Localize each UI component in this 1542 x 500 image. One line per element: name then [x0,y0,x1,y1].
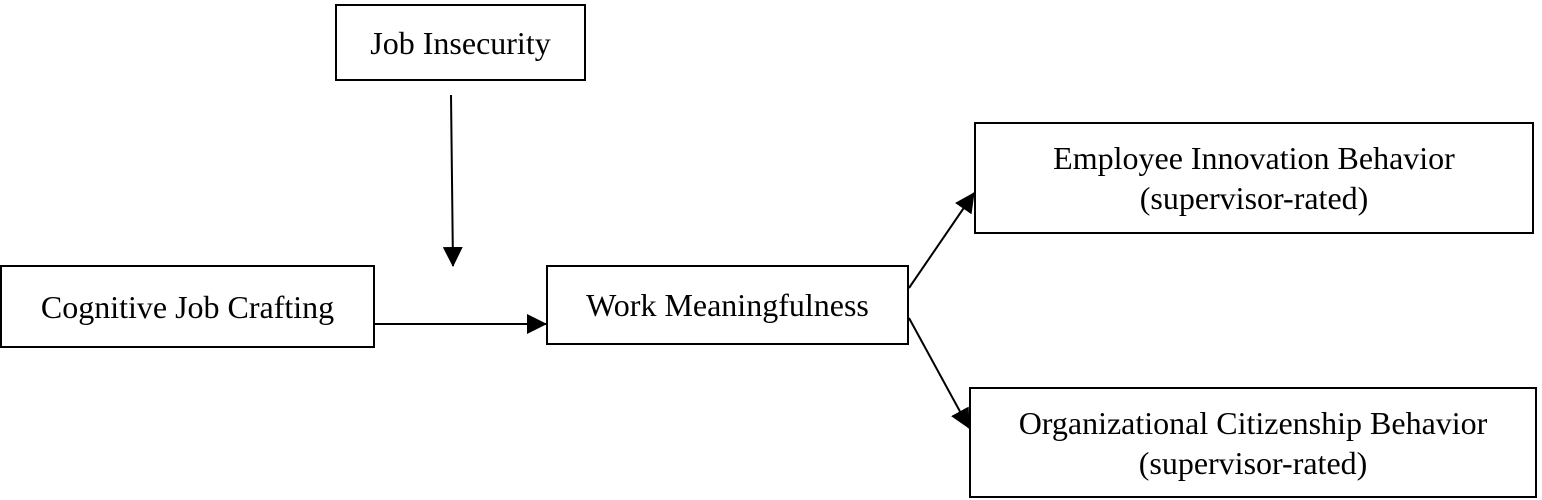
node-label: Cognitive Job Crafting [40,288,335,325]
node-sublabel: (supervisor-rated) [1139,180,1369,216]
node-job-insecurity: Job Insecurity [335,4,586,81]
arrow-meaningfulness-to-ocb [908,317,970,429]
node-label: Job Insecurity [370,24,551,61]
node-sublabel: (supervisor-rated) [1138,444,1368,481]
node-employee-innovation-behavior: Employee Innovation Behavior (supervisor… [974,122,1534,234]
node-label: Work Meaningfulness [586,287,869,323]
node-work-meaningfulness: Work Meaningfulness [546,265,909,345]
node-label: Organizational Citizenship Behavior [1018,404,1488,441]
node-cognitive-job-crafting: Cognitive Job Crafting [0,265,375,348]
arrow-job-insecurity-moderation [442,94,463,267]
node-label: Employee Innovation Behavior [1053,140,1455,176]
node-organizational-citizenship-behavior: Organizational Citizenship Behavior (sup… [969,387,1537,498]
arrow-meaningfulness-to-innovation [908,192,975,289]
